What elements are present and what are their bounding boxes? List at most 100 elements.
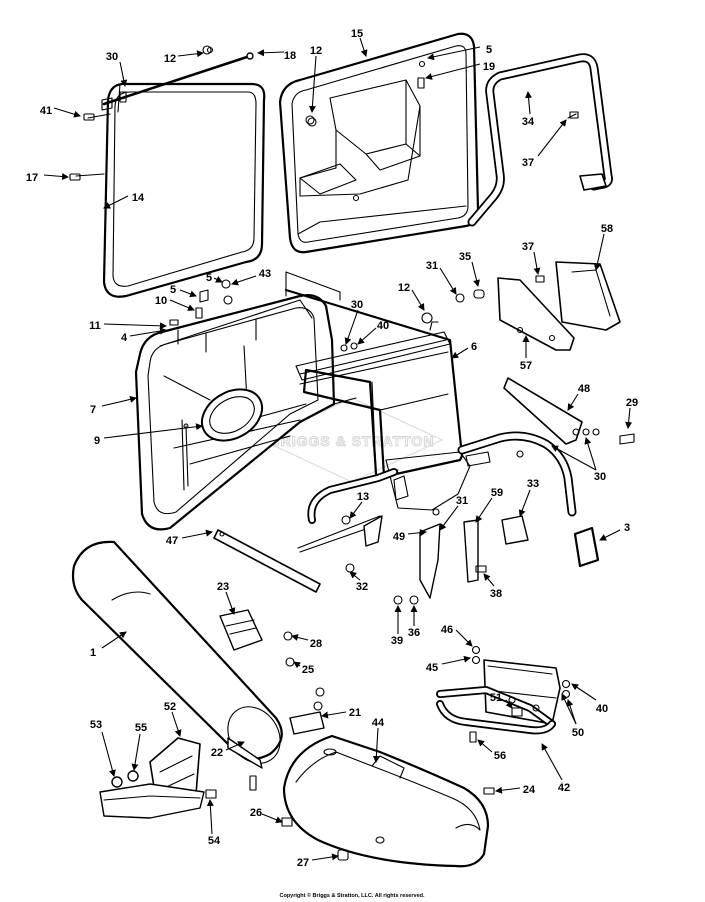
leader-line <box>321 711 347 719</box>
callout-number: 13 <box>357 491 369 503</box>
bar-part <box>213 529 321 593</box>
leader-line <box>179 289 197 298</box>
callout-number: 5 <box>486 44 492 56</box>
callout-number: 45 <box>426 662 438 674</box>
callout-number: 3 <box>624 522 630 534</box>
callout-number: 38 <box>490 588 502 600</box>
leader-line <box>349 571 361 581</box>
leader-line <box>53 107 81 118</box>
callout-number: 22 <box>211 747 223 759</box>
callout-number: 19 <box>483 61 495 73</box>
callout-number: 27 <box>297 857 309 869</box>
leader-line <box>101 731 116 777</box>
leader-line <box>483 573 495 587</box>
callout-number: 37 <box>522 241 534 253</box>
callout-number: 42 <box>558 782 570 794</box>
leader-line <box>451 347 469 359</box>
leader-line <box>584 437 597 471</box>
lid-part <box>278 32 480 254</box>
callout-number: 21 <box>349 707 361 719</box>
leader-line <box>471 261 480 287</box>
leader-line <box>359 37 368 57</box>
callout-number: 35 <box>459 251 471 263</box>
watermark-text: BRIGGS & STRATTON <box>269 433 434 449</box>
callout-number: 7 <box>90 404 96 416</box>
leader-line <box>593 233 605 271</box>
leader-line <box>411 289 425 311</box>
leader-line <box>561 693 577 725</box>
hitch-bracket-part <box>436 659 561 735</box>
callout-number: 12 <box>310 45 322 57</box>
leader-line <box>257 49 285 57</box>
callout-number: 15 <box>351 28 363 40</box>
clamp-part <box>219 609 263 651</box>
callout-number: 30 <box>351 299 363 311</box>
callout-number: 59 <box>491 487 503 499</box>
callout-number: 31 <box>456 495 468 507</box>
callout-number: 37 <box>522 157 534 169</box>
callout-number: 55 <box>135 722 147 734</box>
lower-bracket-part <box>297 431 600 568</box>
callout-number: 24 <box>523 784 536 796</box>
callout-number: 54 <box>208 835 221 847</box>
callout-number: 30 <box>594 471 606 483</box>
callout-number: 14 <box>132 192 145 204</box>
leader-line <box>225 741 245 751</box>
leader-line <box>43 173 69 180</box>
leader-lines <box>43 37 633 861</box>
leader-line <box>439 505 459 531</box>
callout-number: 48 <box>578 383 590 395</box>
callout-number: 18 <box>284 50 296 62</box>
leader-line <box>537 119 567 157</box>
callout-number: 10 <box>155 295 167 307</box>
callout-number: 25 <box>302 664 314 676</box>
leader-line <box>103 423 203 439</box>
callout-number: 5 <box>170 284 176 296</box>
callout-number: 57 <box>520 360 532 372</box>
leader-line <box>213 276 223 283</box>
leader-line <box>477 739 493 753</box>
leader-line <box>541 743 563 781</box>
leader-line <box>103 195 129 209</box>
callout-number: 53 <box>90 719 102 731</box>
callout-number: 33 <box>527 478 539 490</box>
leader-line <box>169 299 195 311</box>
arm-part <box>503 377 583 445</box>
handle-tube-part <box>467 53 613 227</box>
leader-line <box>455 629 473 647</box>
leader-line <box>181 529 213 539</box>
callout-number: 12 <box>398 282 410 294</box>
callout-number: 34 <box>522 116 535 128</box>
hinge-rod-part <box>101 46 254 111</box>
callout-number: 5 <box>206 272 212 284</box>
small-brackets-part <box>363 515 529 599</box>
callout-number: 41 <box>40 105 52 117</box>
callout-number: 51 <box>490 692 502 704</box>
leader-line <box>505 699 513 709</box>
callout-number: 47 <box>166 535 178 547</box>
callout-number: 56 <box>494 750 506 762</box>
leader-line <box>571 683 597 701</box>
callout-number: 17 <box>26 172 38 184</box>
leader-line <box>308 55 317 113</box>
leader-line <box>129 327 167 337</box>
hardware-fasteners <box>69 45 635 861</box>
leader-line <box>103 322 167 330</box>
callout-number: 52 <box>164 701 176 713</box>
callout-number: 50 <box>572 727 584 739</box>
callout-number: 29 <box>626 397 638 409</box>
leader-line <box>206 799 214 835</box>
leader-line <box>439 267 457 295</box>
callout-number: 58 <box>601 223 613 235</box>
leader-line <box>407 529 427 537</box>
leader-line <box>372 727 380 763</box>
door-frame-part <box>75 82 266 298</box>
callout-number: 6 <box>471 341 477 353</box>
callout-number: 4 <box>121 332 128 344</box>
callout-number: 28 <box>310 638 322 650</box>
leader-line <box>551 445 597 471</box>
callout-number: 9 <box>94 435 100 447</box>
leader-line <box>518 489 531 517</box>
